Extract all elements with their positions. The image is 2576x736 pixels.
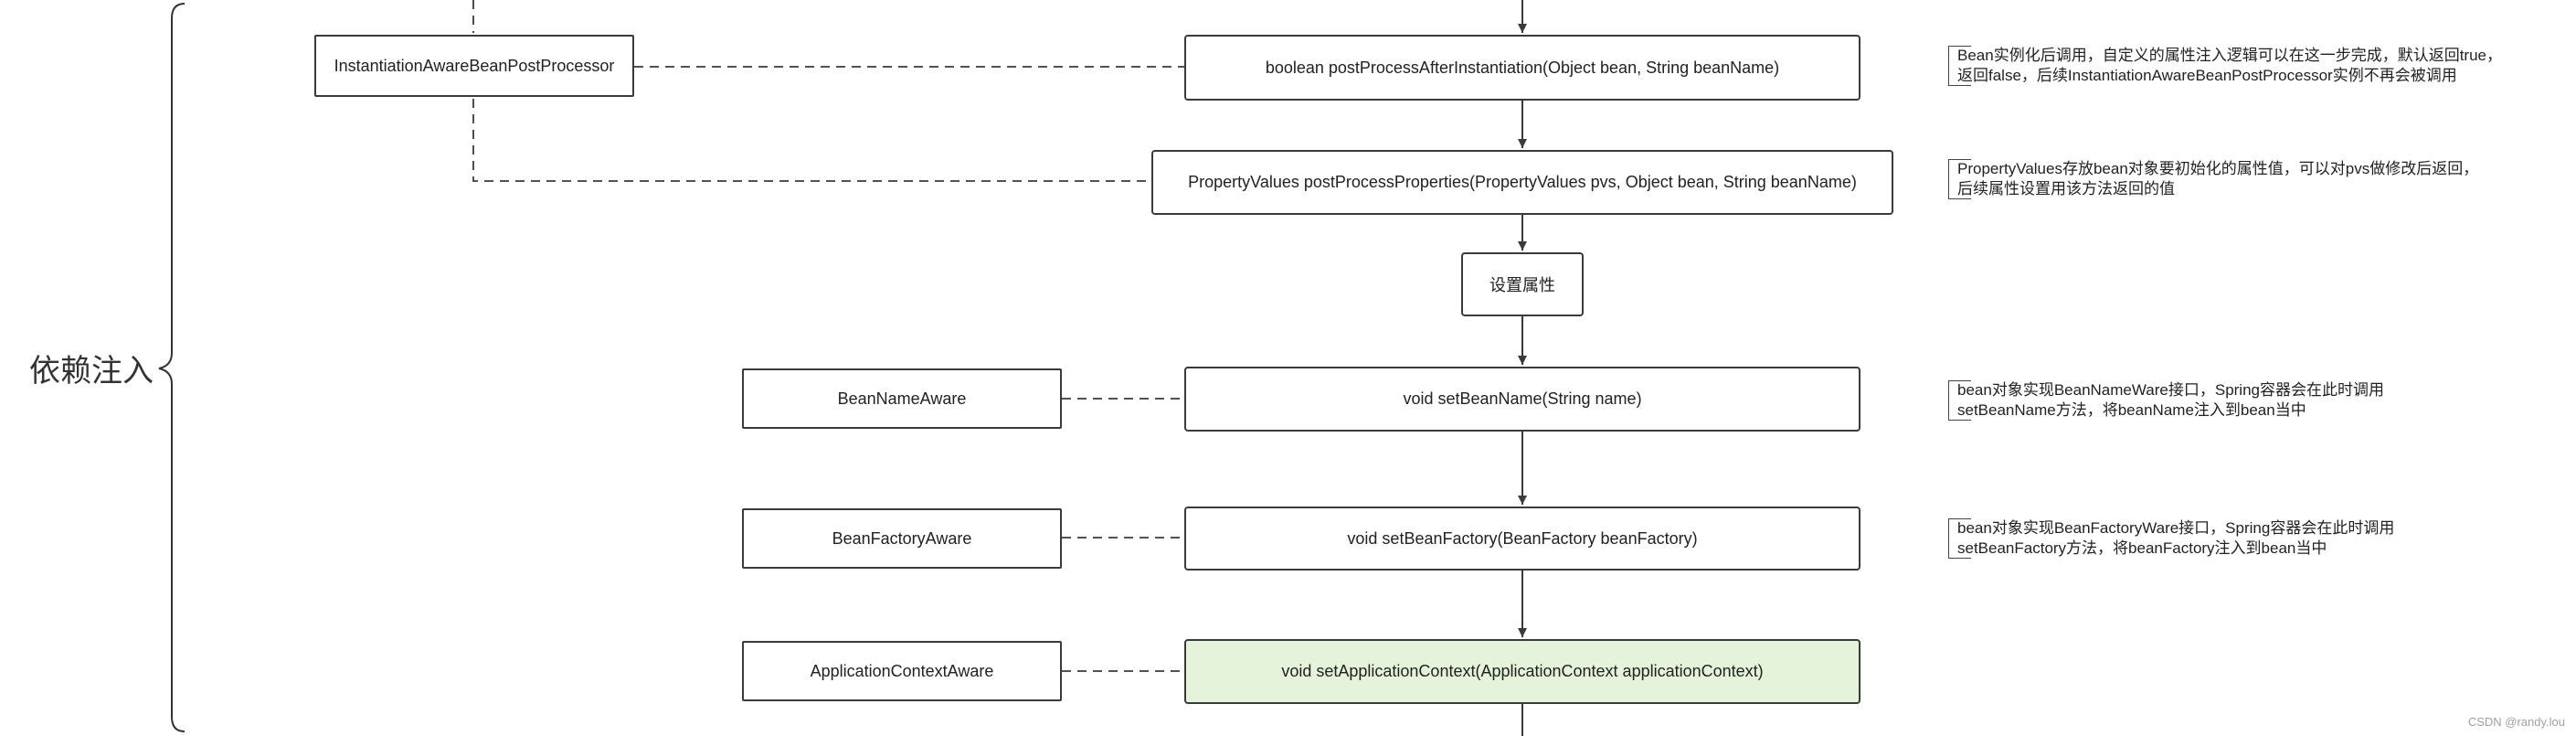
note-process-properties: PropertyValues存放bean对象要初始化的属性值，可以对pvs做修改… (1948, 159, 2478, 199)
application-context-aware-box: ApplicationContextAware (742, 641, 1062, 701)
application-context-aware-label: ApplicationContextAware (810, 661, 994, 680)
set-bean-factory-step: void setBeanFactory(BeanFactory beanFact… (1184, 507, 1860, 571)
note-line: Bean实例化后调用，自定义的属性注入逻辑可以在这一步完成，默认返回true， (1957, 47, 2502, 64)
set-bean-factory-label: void setBeanFactory(BeanFactory beanFact… (1347, 528, 1698, 548)
note-line: setBeanName方法，将beanName注入到bean当中 (1957, 401, 2306, 419)
bean-factory-aware-label: BeanFactoryAware (832, 528, 972, 548)
after-instantiation-step: boolean postProcessAfterInstantiation(Ob… (1184, 35, 1860, 101)
after-instantiation-label: boolean postProcessAfterInstantiation(Ob… (1265, 58, 1780, 77)
instantiation-aware-bpp-box: InstantiationAwareBeanPostProcessor (314, 35, 634, 97)
note-line: PropertyValues存放bean对象要初始化的属性值，可以对pvs做修改… (1957, 160, 2479, 177)
set-application-context-step: void setApplicationContext(ApplicationCo… (1184, 639, 1860, 704)
dashed-process-properties-link (472, 99, 1151, 182)
bean-name-aware-box: BeanNameAware (742, 368, 1062, 429)
bean-factory-aware-box: BeanFactoryAware (742, 508, 1062, 569)
set-bean-name-label: void setBeanName(String name) (1403, 389, 1642, 408)
watermark: CSDN @randy.lou (2467, 715, 2565, 729)
process-properties-label: PropertyValues postProcessProperties(Pro… (1188, 173, 1857, 191)
note-line: bean对象实现BeanFactoryWare接口，Spring容器会在此时调用 (1957, 519, 2395, 537)
note-bracket (1948, 518, 1971, 559)
note-line: bean对象实现BeanNameWare接口，Spring容器会在此时调用 (1957, 381, 2384, 399)
instantiation-aware-bpp-label: InstantiationAwareBeanPostProcessor (334, 56, 615, 75)
note-line: 返回false，后续InstantiationAwareBeanPostProc… (1957, 67, 2457, 84)
note-bracket (1948, 159, 1971, 199)
note-set-bean-factory: bean对象实现BeanFactoryWare接口，Spring容器会在此时调用… (1948, 518, 2394, 559)
phase-label: 依赖注入 (29, 354, 154, 389)
bean-name-aware-label: BeanNameAware (837, 389, 967, 408)
phase-brace (158, 3, 186, 732)
note-after-instantiation: Bean实例化后调用，自定义的属性注入逻辑可以在这一步完成，默认返回true， … (1948, 46, 2502, 86)
set-properties-label: 设置属性 (1489, 276, 1555, 294)
process-properties-step: PropertyValues postProcessProperties(Pro… (1151, 150, 1893, 215)
set-application-context-label: void setApplicationContext(ApplicationCo… (1281, 662, 1764, 680)
note-line: setBeanFactory方法，将beanFactory注入到bean当中 (1957, 539, 2327, 557)
note-set-bean-name: bean对象实现BeanNameWare接口，Spring容器会在此时调用 se… (1948, 380, 2384, 421)
set-properties-step: 设置属性 (1461, 252, 1584, 316)
note-bracket (1948, 46, 1971, 86)
note-bracket (1948, 380, 1971, 421)
note-line: 后续属性设置用该方法返回的值 (1957, 180, 2175, 197)
set-bean-name-step: void setBeanName(String name) (1184, 367, 1860, 432)
